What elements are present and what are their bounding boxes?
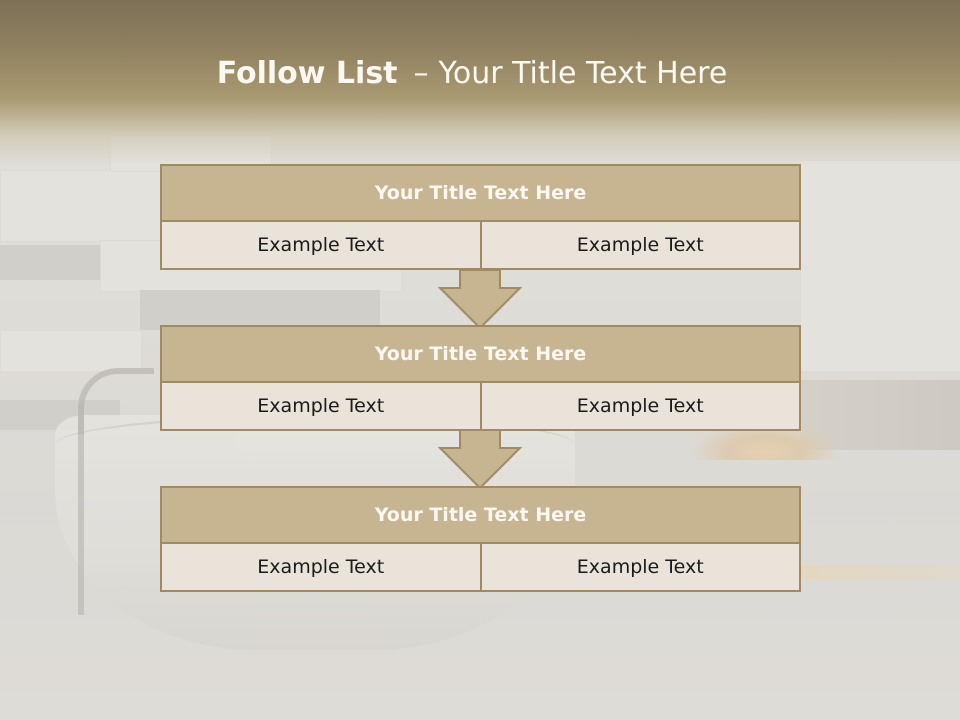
block-body: Example Text Example Text — [162, 544, 799, 590]
slide-title-rest: Your Title Text Here — [438, 56, 728, 91]
block-title[interactable]: Your Title Text Here — [162, 327, 799, 383]
block-body: Example Text Example Text — [162, 383, 799, 429]
block-cell-right[interactable]: Example Text — [479, 222, 800, 268]
block-cell-left[interactable]: Example Text — [257, 556, 385, 578]
follow-block-2: Your Title Text Here Example Text Exampl… — [160, 325, 801, 431]
follow-block-1: Your Title Text Here Example Text Exampl… — [160, 164, 801, 270]
slide-title-bold: Follow List — [216, 56, 398, 91]
block-title[interactable]: Your Title Text Here — [162, 488, 799, 544]
block-title[interactable]: Your Title Text Here — [162, 166, 799, 222]
down-arrow-icon — [438, 430, 522, 490]
slide-title-dash: – — [413, 56, 429, 91]
slide-title: Follow List–Your Title Text Here — [0, 56, 944, 91]
down-arrow-icon — [438, 270, 522, 330]
block-cell-right[interactable]: Example Text — [479, 383, 800, 429]
title-band — [0, 0, 960, 165]
block-cell-left[interactable]: Example Text — [257, 234, 385, 256]
block-cell-right[interactable]: Example Text — [479, 544, 800, 590]
block-body: Example Text Example Text — [162, 222, 799, 268]
block-cell-left[interactable]: Example Text — [257, 395, 385, 417]
follow-block-3: Your Title Text Here Example Text Exampl… — [160, 486, 801, 592]
